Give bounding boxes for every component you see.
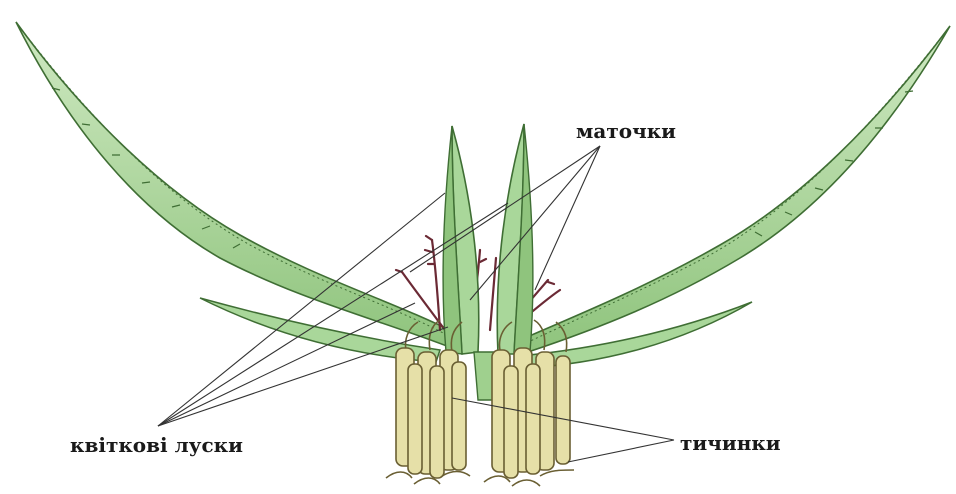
leader-pistils-2	[470, 146, 600, 300]
label-stamens: тичинки	[680, 431, 781, 455]
outer-glume-left	[16, 22, 460, 348]
label-pistils: маточки	[576, 119, 676, 143]
leader-stamens-2	[568, 440, 674, 462]
outer-glume-right	[520, 26, 950, 352]
label-floral-glumes: квіткові луски	[70, 433, 243, 457]
